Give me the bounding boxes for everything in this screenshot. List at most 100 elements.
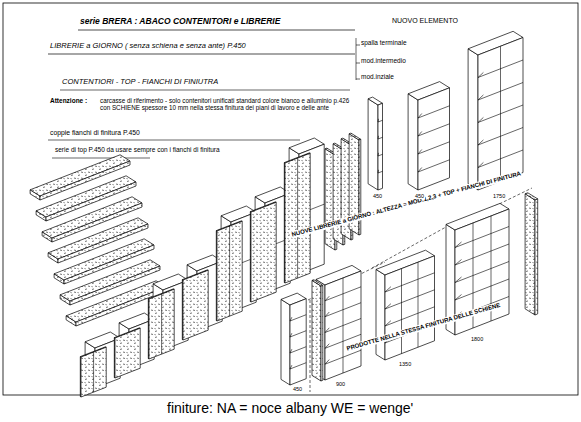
shelf-line <box>385 290 435 309</box>
note: NUOVO ELEMENTO <box>392 17 458 25</box>
upright-line <box>161 294 162 354</box>
shelf-depth <box>455 260 462 266</box>
upright-line <box>343 278 344 373</box>
shelf-depth <box>325 312 329 317</box>
finishing-panel-front <box>535 199 538 315</box>
upright-line <box>418 262 419 347</box>
shelf-line <box>290 331 306 337</box>
bookcase-front <box>325 271 361 380</box>
shelf-depth <box>290 333 292 337</box>
title: serie BRERA : ABACO CONTENITORI e LIBRER… <box>80 17 280 27</box>
shelf-depth <box>385 304 391 309</box>
bracket <box>356 38 360 80</box>
door-panel-front <box>285 153 310 283</box>
dimension: 1350 <box>398 361 412 367</box>
shelf-line <box>418 106 450 118</box>
shelf-depth <box>478 95 483 100</box>
upright-line <box>93 352 94 392</box>
shelf-line <box>418 142 450 154</box>
shelf-depth <box>455 242 462 248</box>
initial-module-side <box>468 49 478 190</box>
note: carcasse di riferimento - solo contenito… <box>100 97 350 111</box>
shelf-depth <box>290 365 292 369</box>
shelf-depth <box>378 136 380 139</box>
finishing-panel-front <box>359 139 361 235</box>
dimension: 900 <box>335 381 346 387</box>
shelf-depth <box>455 295 462 301</box>
dimension: 1750 <box>492 193 506 199</box>
shelf-depth <box>290 349 292 353</box>
section-heading: LIBRERIE a GIORNO ( senza schiena e senz… <box>50 42 246 51</box>
shelf-depth <box>418 168 422 173</box>
door-panel-front <box>251 202 276 302</box>
bookcase-front <box>290 299 306 385</box>
door-panel-front <box>81 347 106 397</box>
caption: finiture: NA = noce albany WE = wenge' <box>167 400 413 416</box>
initial-module-front <box>478 38 523 191</box>
shelf-depth <box>478 117 483 122</box>
shelf-depth <box>325 360 329 365</box>
dimension: 450 <box>414 193 425 199</box>
dimension: 1800 <box>470 336 484 342</box>
shelf-line <box>455 279 509 300</box>
part-name: mod.intermedio <box>361 57 406 64</box>
bookcase-side <box>376 269 385 360</box>
section-underline <box>48 54 355 55</box>
shelf-depth <box>418 132 422 137</box>
finishing-panel-top <box>525 193 538 200</box>
shelf-depth <box>455 277 462 283</box>
door-panel-front <box>149 289 174 359</box>
shelf-depth <box>478 162 483 167</box>
finishing-panel-side <box>525 194 535 315</box>
section-underline <box>48 140 300 141</box>
door-panel-front <box>115 328 140 378</box>
section-underline <box>52 158 150 159</box>
sheet-border <box>3 3 578 395</box>
shelf-depth <box>325 344 329 349</box>
section-underline <box>60 90 350 91</box>
shelf-depth <box>385 287 391 292</box>
part-name: spalla terminale <box>361 39 407 46</box>
door-panel-front <box>217 221 242 321</box>
bookcase-front <box>385 256 435 360</box>
end-panel-front <box>378 103 383 190</box>
intermediate-module-side <box>408 94 418 190</box>
shelf-line <box>378 171 383 173</box>
finishing-panel-top <box>349 133 361 140</box>
shelf-depth <box>290 317 292 321</box>
shelf-line <box>455 227 509 248</box>
upright-line <box>500 46 501 181</box>
part-name: mod.inziale <box>361 73 394 80</box>
shelf-depth <box>478 140 483 145</box>
shelf-line <box>378 120 383 122</box>
furniture-figures <box>30 31 538 397</box>
shelf-line <box>455 244 509 265</box>
shelf-line <box>418 124 450 136</box>
shelf-depth <box>418 150 422 155</box>
bookcase-side <box>281 299 290 385</box>
shelf-line <box>418 160 450 172</box>
bookcase-side-side <box>312 280 321 381</box>
shelf-depth <box>385 321 391 326</box>
dimension: 450 <box>372 193 383 199</box>
upright-line <box>229 226 230 316</box>
shelf-depth <box>478 72 483 77</box>
shelf-depth <box>418 114 422 119</box>
shelf-line <box>378 137 383 139</box>
shelf-depth <box>378 119 380 122</box>
bookcase-side-front <box>321 285 323 381</box>
upright-line <box>297 158 298 278</box>
note: Attenzione : <box>50 97 87 104</box>
shelf-line <box>378 154 383 156</box>
shelf-line <box>290 315 306 321</box>
shelf-line <box>385 273 435 292</box>
section-heading: CONTENTIORI - TOP - FIANCHI DI FINIUTRA <box>62 78 218 87</box>
door-panel-front <box>183 270 208 340</box>
shelf-depth <box>325 328 329 333</box>
title-underline <box>78 30 355 31</box>
shelf-line <box>290 347 306 353</box>
shelf-line <box>290 363 306 369</box>
bookcase-side-top <box>312 280 323 286</box>
